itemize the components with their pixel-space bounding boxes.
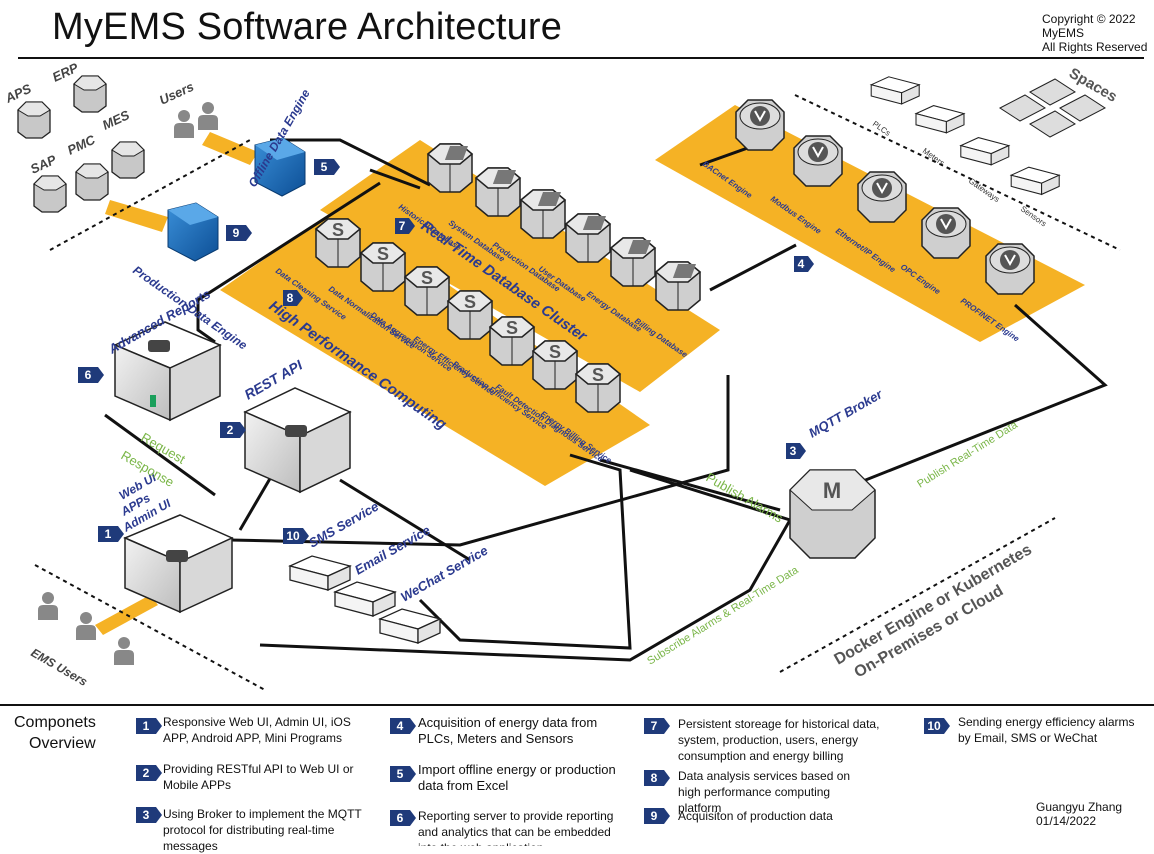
notification-services: SMS Service Email Service WeChat Service bbox=[289, 499, 490, 644]
overview-title-line2: Overview bbox=[29, 735, 96, 752]
spaces-label: Spaces bbox=[1066, 65, 1120, 106]
legend-item-10: Sending energy efficiency alarms by Emai… bbox=[958, 715, 1135, 745]
hpc-platform bbox=[220, 208, 650, 486]
email-service-label: Email Service bbox=[352, 522, 433, 577]
plcs-label: PLCs bbox=[871, 119, 892, 138]
web-ui-server: Web UI APPs Admin UI bbox=[117, 470, 234, 614]
legend-badge-8: 8 bbox=[644, 770, 670, 786]
badge-9: 9 bbox=[226, 225, 252, 241]
badge-5: 5 bbox=[314, 159, 340, 175]
engine-platform bbox=[655, 105, 1085, 342]
badge-1: 1 bbox=[98, 526, 124, 542]
mes-label: MES bbox=[100, 107, 132, 133]
badge-6: 6 bbox=[78, 367, 104, 383]
badge-3: 3 bbox=[786, 443, 806, 459]
badge-7: 7 bbox=[395, 218, 415, 234]
users-group: Users bbox=[157, 79, 218, 138]
architecture-diagram: S bbox=[2, 60, 1121, 691]
users-label: Users bbox=[157, 79, 196, 108]
legend-item-2: Providing RESTful API to Web UI or Mobil… bbox=[163, 762, 354, 792]
legend-badge-10: 10 bbox=[924, 718, 950, 734]
ems-users-group: EMS Users bbox=[29, 592, 134, 689]
copyright-line: Copyright © 2022 bbox=[1042, 12, 1136, 26]
copyright-notice: Copyright © 2022 MyEMS All Rights Reserv… bbox=[1042, 12, 1147, 54]
mqtt-broker: M MQTT Broker bbox=[789, 386, 886, 559]
badge-2: 2 bbox=[220, 422, 246, 438]
overview-divider bbox=[0, 704, 1154, 706]
legend-item-4: Acquisition of energy data from PLCs, Me… bbox=[418, 715, 598, 746]
badge-8: 8 bbox=[283, 290, 303, 306]
sap-label: SAP bbox=[28, 152, 59, 177]
legend-badge-4: 4 bbox=[390, 718, 416, 734]
docker-label: Docker Engine or Kubernetes bbox=[832, 541, 1035, 668]
wechat-service-label: WeChat Service bbox=[398, 543, 490, 605]
legend-item-7: Persistent storeage for historical data,… bbox=[678, 717, 880, 763]
legend-badge-2: 2 bbox=[136, 765, 162, 781]
title-divider bbox=[18, 57, 1144, 59]
legend-badge-5: 5 bbox=[390, 766, 416, 782]
legend-badge-7: 7 bbox=[644, 718, 670, 734]
pmc-label: PMC bbox=[65, 132, 98, 158]
rest-api-server: REST API bbox=[242, 356, 352, 494]
legend-item-5: Import offline energy or production data… bbox=[418, 762, 616, 793]
advanced-reports-server: Advanced Reports bbox=[105, 286, 222, 422]
legend-badge-6: 6 bbox=[390, 810, 416, 826]
legend-badge-1: 1 bbox=[136, 718, 162, 734]
legend-item-1: Responsive Web UI, Admin UI, iOS APP, An… bbox=[163, 715, 351, 745]
legend-item-9: Acquisiton of production data bbox=[678, 809, 833, 823]
author-name: Guangyu Zhang bbox=[1036, 800, 1123, 814]
gateways-label: Gateways bbox=[967, 176, 1001, 204]
badge-4: 4 bbox=[794, 256, 814, 272]
legend-item-3: Using Broker to implement the MQTT proto… bbox=[163, 807, 362, 853]
copyright-line: All Rights Reserved bbox=[1042, 40, 1148, 54]
external-systems: APS ERP SAP PMC MES bbox=[2, 60, 145, 213]
page-title: MyEMS Software Architecture bbox=[52, 6, 563, 48]
svg-text:M: M bbox=[823, 478, 841, 503]
legend-badge-9: 9 bbox=[644, 808, 670, 824]
author-info: Guangyu Zhang 01/14/2022 bbox=[1036, 800, 1122, 828]
overview-title: Componets Overview bbox=[14, 712, 96, 754]
mqtt-label-line1: MQTT Broker bbox=[806, 386, 886, 441]
badge-10: 10 bbox=[283, 528, 309, 544]
copyright-line: MyEMS bbox=[1042, 26, 1084, 40]
sensors-label: Sensors bbox=[1019, 204, 1048, 228]
legend-item-8: Data analysis services based on high per… bbox=[678, 769, 851, 815]
legend-badge-3: 3 bbox=[136, 807, 162, 823]
overview-title-line1: Componets bbox=[14, 714, 96, 731]
ems-users-label: EMS Users bbox=[29, 645, 91, 689]
subscribe-label: Subscribe Alarms & Real-Time Data bbox=[645, 564, 801, 668]
database-platform bbox=[320, 140, 720, 392]
spaces-group: Spaces bbox=[999, 65, 1120, 138]
legend-item-6: Reporting server to provide reporting an… bbox=[418, 809, 614, 846]
author-date: 01/14/2022 bbox=[1036, 814, 1097, 828]
